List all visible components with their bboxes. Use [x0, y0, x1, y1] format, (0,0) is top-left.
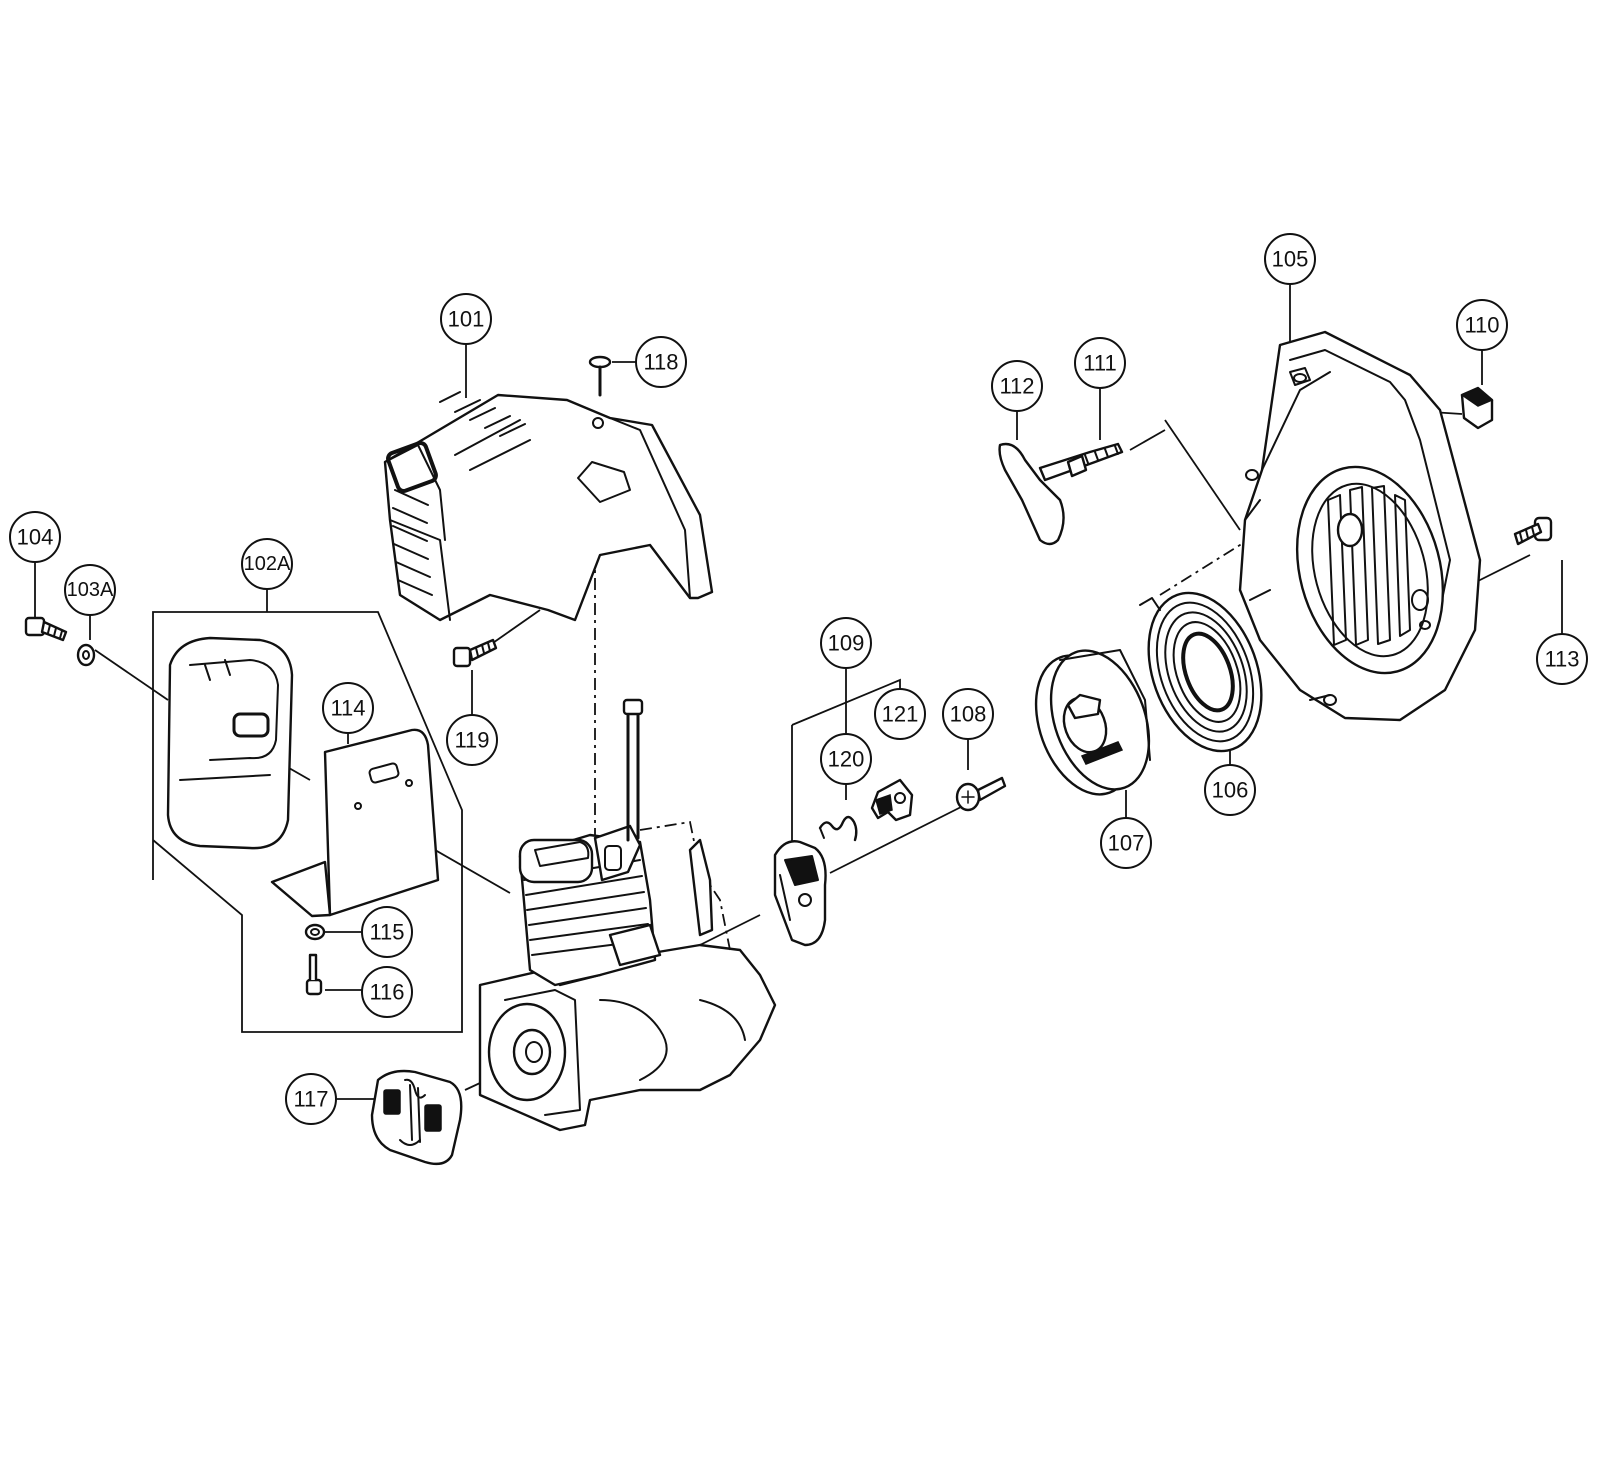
callout-114: 114	[322, 682, 374, 734]
callout-104: 104	[9, 511, 61, 563]
callout-116-label: 116	[369, 980, 404, 1005]
callout-121-label: 121	[882, 702, 919, 727]
callout-110-label: 110	[1464, 313, 1499, 338]
callout-118-label: 118	[643, 350, 678, 375]
callout-102a-label: 102A	[244, 553, 291, 575]
callout-107: 107	[1100, 817, 1152, 869]
callout-105-label: 105	[1272, 247, 1309, 272]
screw-118-part	[588, 355, 612, 397]
callout-108: 108	[942, 688, 994, 740]
callout-117-label: 117	[293, 1087, 328, 1112]
bolt-119-part	[452, 638, 498, 668]
callout-105: 105	[1264, 233, 1316, 285]
screw-108-part	[955, 776, 1007, 812]
callout-118: 118	[635, 336, 687, 388]
heat-shield-part	[270, 728, 440, 918]
callout-113: 113	[1536, 633, 1588, 685]
callout-108-label: 108	[950, 702, 987, 727]
callout-115-label: 115	[369, 920, 404, 945]
callout-112-label: 112	[999, 374, 1034, 399]
washer-103a-part	[76, 643, 96, 667]
callout-106: 106	[1204, 764, 1256, 816]
bolt-113-part	[1513, 516, 1553, 546]
callout-103a: 103A	[64, 564, 116, 616]
callout-109-label: 109	[828, 631, 865, 656]
callout-111-label: 111	[1083, 351, 1116, 376]
callout-109: 109	[820, 617, 872, 669]
callout-116: 116	[361, 966, 413, 1018]
pawl-121-part	[870, 778, 914, 822]
callout-113-label: 113	[1544, 647, 1579, 672]
callout-119-label: 119	[454, 728, 489, 753]
callout-104-label: 104	[17, 525, 54, 550]
starter-handle-112-part	[998, 442, 1065, 546]
screw-116-part	[305, 953, 323, 996]
callout-101-label: 101	[448, 307, 485, 332]
callout-121: 121	[874, 688, 926, 740]
callout-119: 119	[446, 714, 498, 766]
callout-102a: 102A	[241, 538, 293, 590]
engine-block-part	[478, 698, 777, 1132]
block-110-part	[1460, 386, 1494, 430]
callout-115: 115	[361, 906, 413, 958]
spring-120-part	[818, 815, 858, 842]
callout-117: 117	[285, 1073, 337, 1125]
pulley-107-part	[1034, 649, 1151, 796]
callout-107-label: 107	[1108, 831, 1145, 856]
ignition-coil-part	[773, 840, 827, 947]
nut-115-part	[304, 923, 326, 941]
callout-111: 111	[1074, 337, 1126, 389]
callout-120-label: 120	[828, 747, 865, 772]
recoil-spring-106-part	[1139, 591, 1263, 753]
muffler-part	[166, 636, 294, 850]
bolt-104-part	[24, 616, 68, 642]
clutch-part	[370, 1069, 463, 1166]
callout-112: 112	[991, 360, 1043, 412]
callout-120: 120	[820, 733, 872, 785]
callout-110: 110	[1456, 299, 1508, 351]
callout-103a-label: 103A	[67, 579, 114, 601]
callout-106-label: 106	[1212, 778, 1249, 803]
callout-114-label: 114	[330, 696, 365, 721]
engine-cover-part	[383, 391, 714, 622]
callout-101: 101	[440, 293, 492, 345]
starter-housing-part	[1238, 330, 1482, 722]
rope-shaft-111-part	[1038, 442, 1124, 482]
